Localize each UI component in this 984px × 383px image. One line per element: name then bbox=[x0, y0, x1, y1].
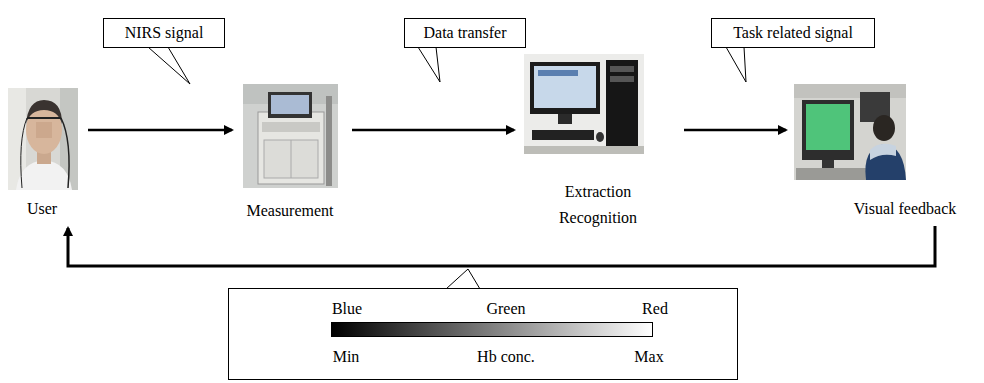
callout-box: NIRS signal bbox=[103, 18, 225, 48]
callout-tail bbox=[726, 47, 746, 82]
measurement-node: Measurement bbox=[238, 82, 346, 226]
flow-arrow bbox=[352, 129, 514, 132]
callout-text: Task related signal bbox=[733, 23, 853, 43]
flow-arrow bbox=[684, 129, 786, 132]
callout-text: Data transfer bbox=[423, 23, 506, 43]
gradient-bar bbox=[331, 322, 653, 337]
callout-text: NIRS signal bbox=[125, 23, 204, 43]
flow-arrow bbox=[88, 129, 232, 132]
caption: Measurement bbox=[246, 198, 333, 224]
legend-tail bbox=[446, 269, 480, 289]
user-photo bbox=[8, 88, 78, 190]
legend-text: Min bbox=[333, 347, 360, 367]
callout-box: Data transfer bbox=[404, 18, 526, 48]
caption: Extraction Recognition bbox=[543, 179, 653, 231]
legend-text: Red bbox=[642, 299, 668, 319]
caption: Visual feedback bbox=[854, 196, 957, 222]
extraction-node: Extraction Recognition bbox=[520, 52, 678, 232]
callout-tail bbox=[148, 47, 190, 84]
caption: User bbox=[27, 196, 57, 222]
callout-box: Task related signal bbox=[711, 18, 875, 48]
legend-text: Max bbox=[634, 347, 663, 367]
legend-text: Hb conc. bbox=[477, 347, 535, 367]
legend-text: Blue bbox=[332, 299, 362, 319]
measurement-photo bbox=[243, 84, 338, 188]
computer-photo bbox=[524, 54, 644, 154]
legend-text: Green bbox=[486, 299, 525, 319]
feedback-node: Visual feedback bbox=[792, 82, 980, 224]
callout-tail bbox=[418, 47, 440, 82]
feedback-photo bbox=[794, 84, 906, 180]
feedback-arrow bbox=[68, 226, 935, 266]
legend-box: Blue Green RedMin Hb conc. Max bbox=[228, 288, 738, 380]
user-node: User bbox=[8, 86, 82, 224]
